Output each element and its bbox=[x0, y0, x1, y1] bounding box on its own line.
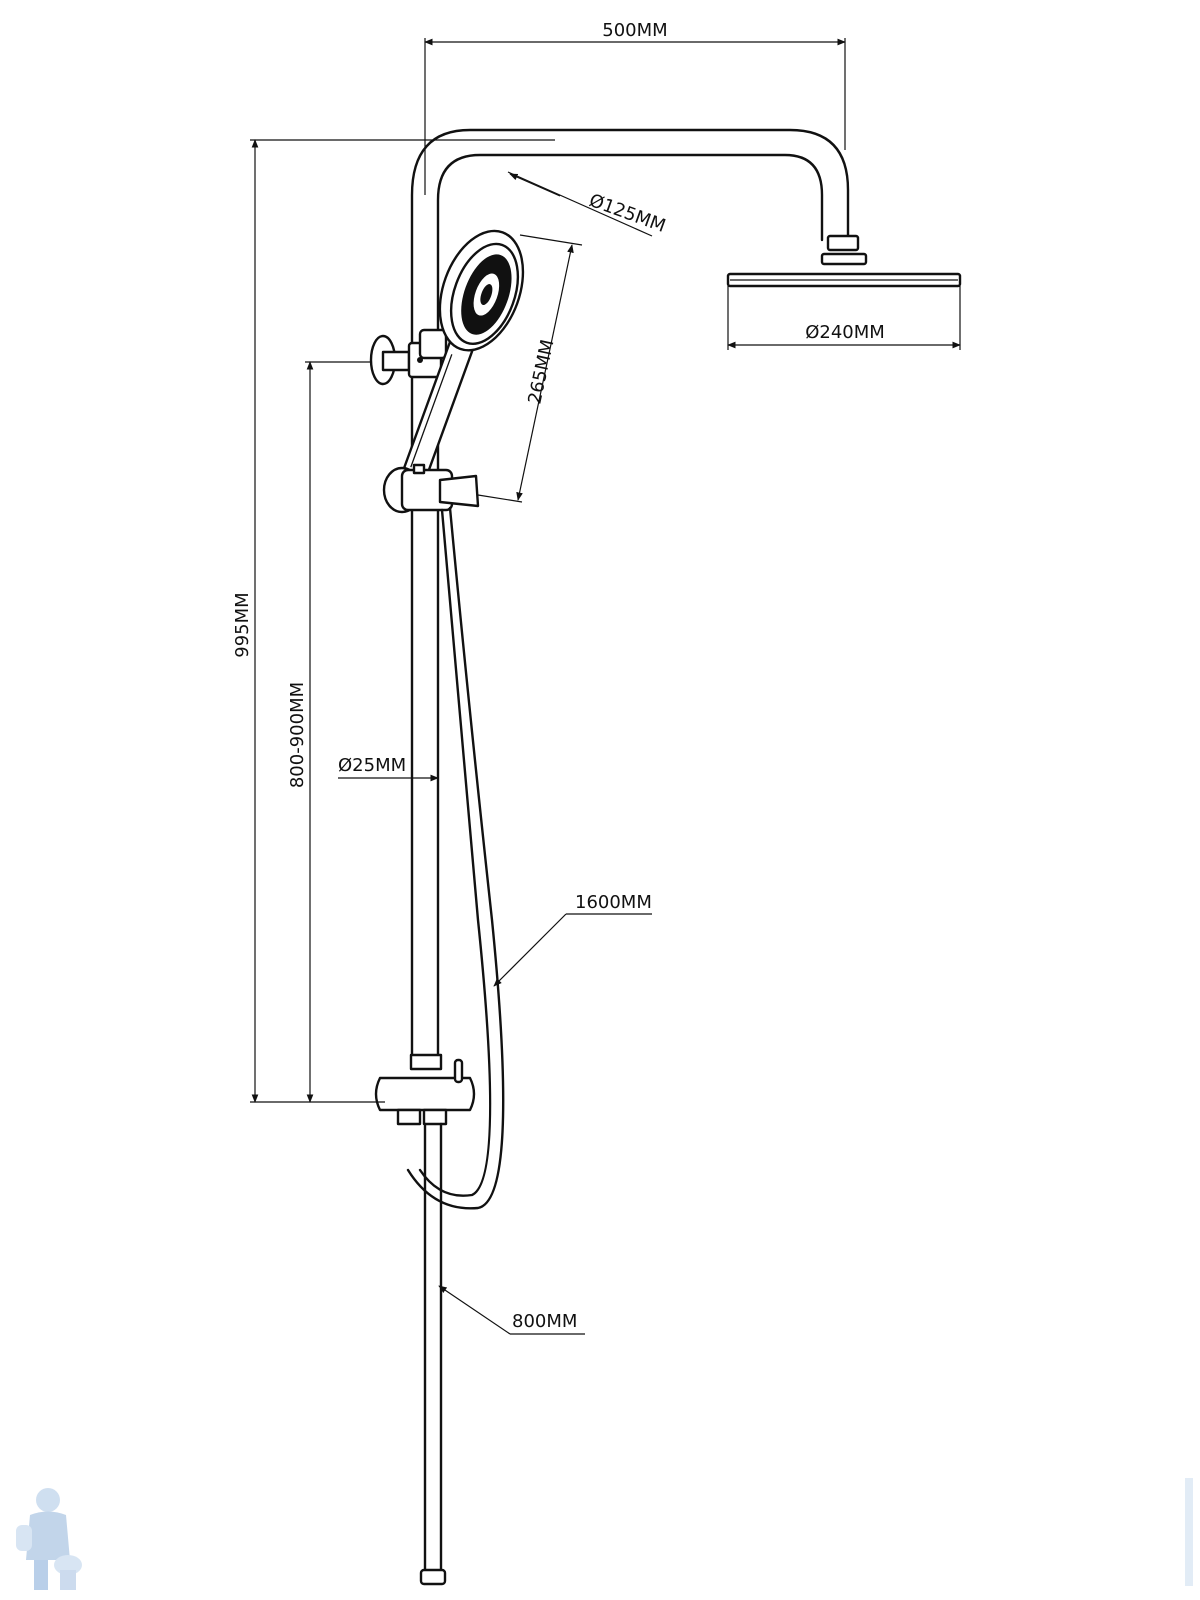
dim-arm-span bbox=[424, 38, 846, 195]
sliding-holder bbox=[382, 463, 480, 514]
label-handshower-length: 265MM bbox=[524, 338, 558, 406]
shower-rail bbox=[410, 128, 850, 1070]
label-total-height: 995MM bbox=[232, 592, 253, 657]
label-pipe-length: 800MM bbox=[512, 1311, 577, 1332]
inlet-pipe bbox=[419, 1122, 447, 1586]
dim-pipe-length bbox=[438, 1285, 585, 1335]
label-handshower-diameter: Ø125MM bbox=[586, 190, 668, 237]
dim-total-height bbox=[250, 139, 555, 1103]
label-arm-span: 500MM bbox=[602, 20, 667, 41]
handshower-holder bbox=[418, 328, 448, 360]
dim-hose-length bbox=[493, 913, 652, 987]
mixer-valve bbox=[374, 1053, 476, 1126]
shower-hose bbox=[406, 506, 505, 1210]
label-hose-length: 1600MM bbox=[575, 892, 652, 913]
plumber-mascot-icon bbox=[16, 1488, 82, 1590]
dim-rainhead-diameter bbox=[727, 286, 961, 350]
rain-shower-head bbox=[726, 234, 962, 288]
label-adjustable-height: 800-900MM bbox=[287, 682, 308, 788]
label-rail-diameter: Ø25MM bbox=[338, 755, 406, 776]
hand-shower bbox=[402, 229, 525, 482]
label-rainhead-diameter: Ø240MM bbox=[805, 322, 885, 343]
dim-handshower-diameter bbox=[507, 171, 653, 237]
dim-handshower-length bbox=[477, 234, 583, 503]
watermark-strip bbox=[1185, 1478, 1193, 1586]
dim-adjustable-height bbox=[305, 361, 372, 1103]
